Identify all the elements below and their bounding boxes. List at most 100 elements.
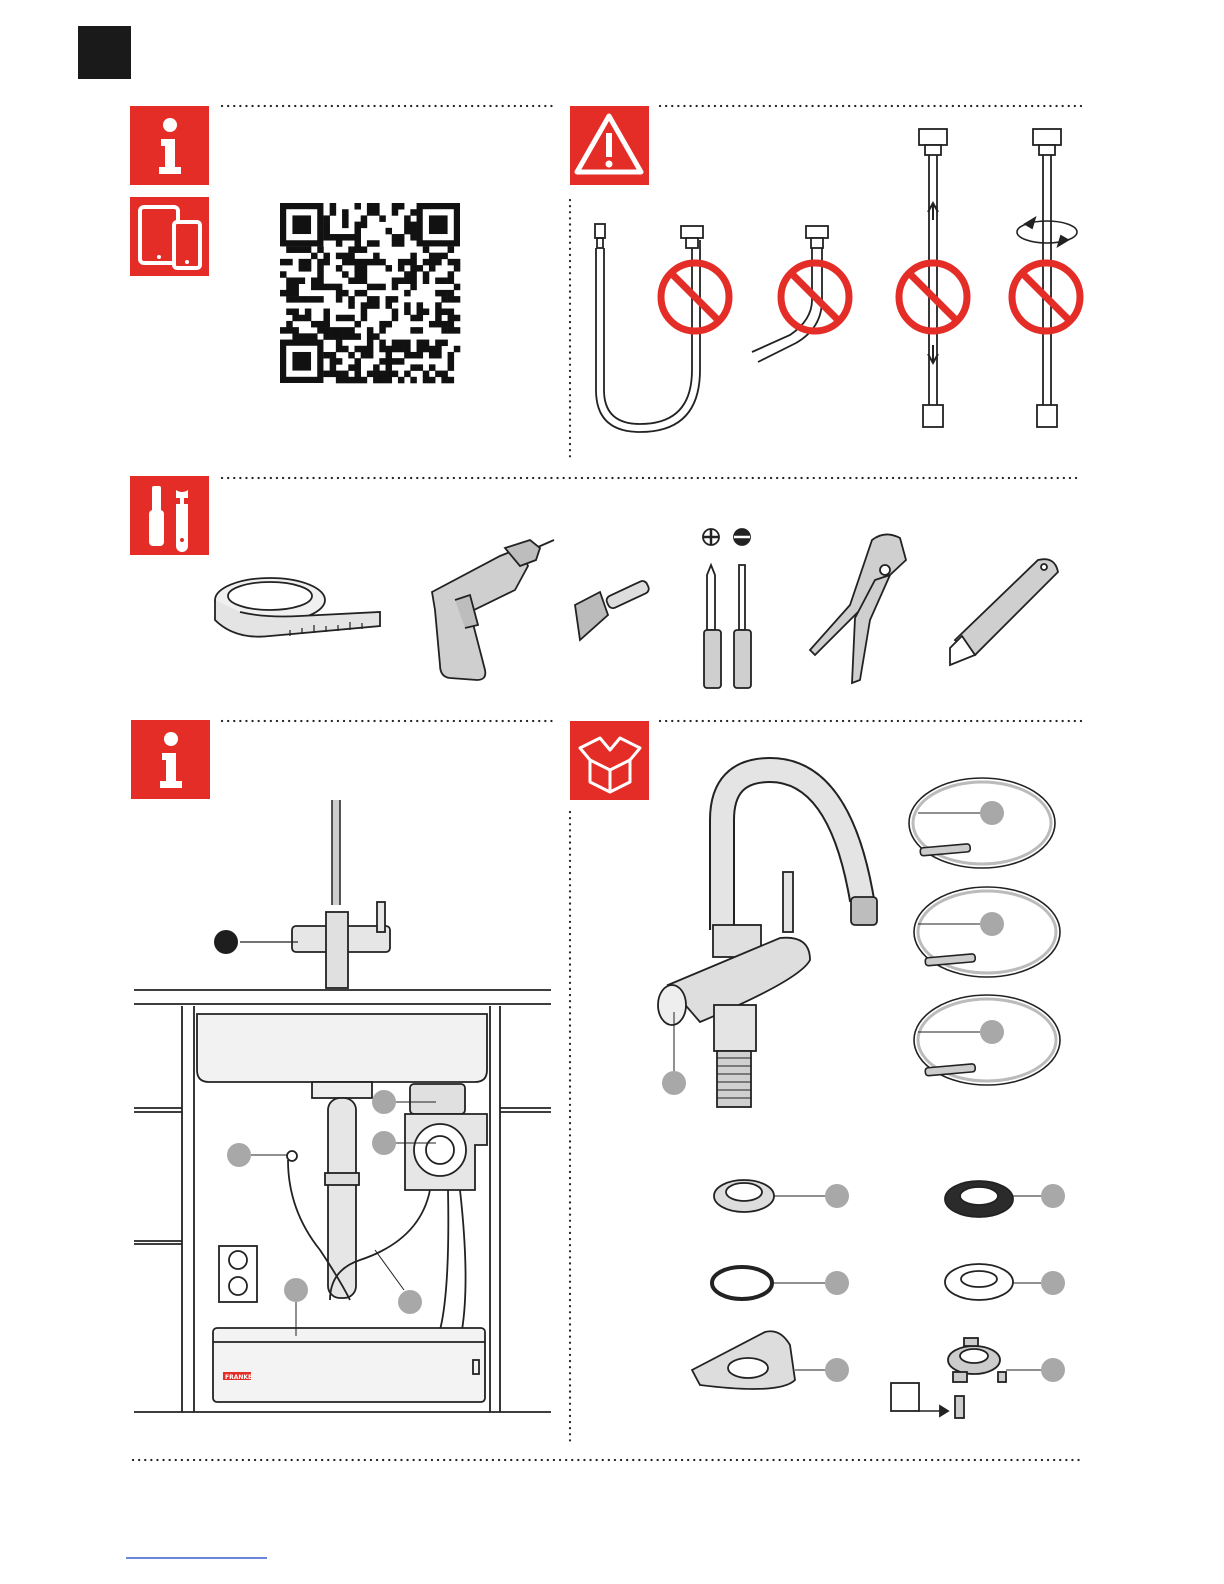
qr-module xyxy=(435,253,442,260)
qr-module xyxy=(404,215,411,222)
qr-module xyxy=(435,290,442,297)
info-icon-overview xyxy=(131,720,210,799)
qr-module xyxy=(454,259,461,266)
qr-module xyxy=(317,327,324,334)
qr-module xyxy=(441,290,448,297)
qr-module xyxy=(392,371,399,378)
qr-module xyxy=(317,284,324,291)
qr-module xyxy=(367,284,374,291)
qr-module xyxy=(305,259,312,266)
qr-module xyxy=(398,358,405,365)
qr-module xyxy=(354,265,361,272)
qr-module xyxy=(317,277,324,284)
qr-module xyxy=(292,309,299,316)
qr-module xyxy=(435,259,442,266)
qr-module xyxy=(280,290,287,297)
qr-module xyxy=(448,296,455,303)
qr-module xyxy=(323,259,330,266)
qr-module xyxy=(392,284,399,291)
qr-module xyxy=(299,277,306,284)
qr-module xyxy=(392,277,399,284)
qr-module xyxy=(404,352,411,359)
qr-module xyxy=(367,371,374,378)
qr-module xyxy=(410,352,417,359)
qr-module xyxy=(336,290,343,297)
qr-module xyxy=(367,203,374,210)
qr-module xyxy=(423,277,430,284)
qr-module xyxy=(386,265,393,272)
qr-module xyxy=(354,321,361,328)
qr-module xyxy=(342,222,349,229)
qr-module xyxy=(361,315,368,322)
qr-module xyxy=(429,346,436,353)
qr-module xyxy=(373,302,380,309)
prohibited-icon xyxy=(661,263,1080,331)
qr-module xyxy=(280,327,287,334)
qr-module xyxy=(398,265,405,272)
qr-module xyxy=(330,358,337,365)
qr-module xyxy=(454,346,461,353)
qr-module xyxy=(280,271,287,278)
qr-module xyxy=(448,327,455,334)
qr-module xyxy=(311,321,318,328)
qr-module xyxy=(392,346,399,353)
qr-module xyxy=(423,246,430,253)
qr-module xyxy=(398,203,405,210)
qr-module xyxy=(342,209,349,216)
qr-module xyxy=(404,259,411,266)
box-icon xyxy=(570,721,649,800)
qr-module xyxy=(435,346,442,353)
qr-module xyxy=(429,352,436,359)
qr-module xyxy=(404,290,411,297)
qr-module xyxy=(354,240,361,247)
qr-module xyxy=(392,240,399,247)
corner-tab xyxy=(78,26,131,79)
qr-module xyxy=(330,371,337,378)
qr-module xyxy=(398,259,405,266)
phillips-screwdriver xyxy=(704,565,721,688)
qr-module xyxy=(417,315,424,322)
qr-module xyxy=(435,277,442,284)
qr-finder xyxy=(292,215,311,234)
qr-module xyxy=(417,340,424,347)
qr-module xyxy=(379,371,386,378)
qr-module xyxy=(286,246,293,253)
qr-module xyxy=(448,290,455,297)
qr-module xyxy=(348,234,355,241)
qr-module xyxy=(410,327,417,334)
qr-module xyxy=(410,377,417,384)
qr-module xyxy=(323,371,330,378)
qr-module xyxy=(367,352,374,359)
qr-module xyxy=(292,290,299,297)
countersink-bit xyxy=(575,579,650,640)
qr-module xyxy=(379,327,386,334)
qr-module xyxy=(286,259,293,266)
qr-module xyxy=(342,371,349,378)
qr-module xyxy=(423,346,430,353)
qr-module xyxy=(398,234,405,241)
qr-module xyxy=(398,277,405,284)
qr-module xyxy=(336,296,343,303)
qr-module xyxy=(361,259,368,266)
qr-module xyxy=(305,315,312,322)
qr-module xyxy=(392,209,399,216)
qr-module xyxy=(317,321,324,328)
qr-module xyxy=(342,271,349,278)
qr-module xyxy=(354,364,361,371)
qr-module xyxy=(417,265,424,272)
qr-module xyxy=(361,277,368,284)
qr-module xyxy=(373,333,380,340)
qr-module xyxy=(286,296,293,303)
qr-module xyxy=(448,277,455,284)
qr-module xyxy=(429,377,436,384)
power-drill xyxy=(432,540,554,680)
qr-module xyxy=(386,228,393,235)
qr-module xyxy=(448,358,455,365)
qr-module xyxy=(323,284,330,291)
qr-module xyxy=(435,302,442,309)
qr-module xyxy=(454,296,461,303)
qr-module xyxy=(354,228,361,235)
tools-icon xyxy=(130,476,209,555)
qr-module xyxy=(404,271,411,278)
qr-module xyxy=(336,253,343,260)
